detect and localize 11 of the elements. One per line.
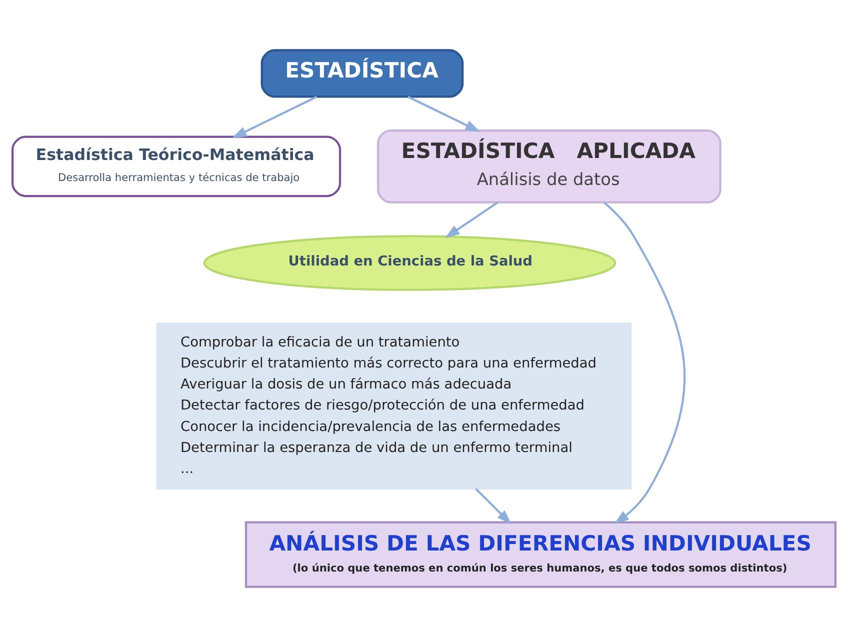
arrow [407,95,480,132]
arrow [603,201,686,524]
arrow [475,488,512,524]
arrow [232,95,318,138]
node-ellipse: Utilidad en Ciencias de la Salud [203,234,616,290]
node-box: ANÁLISIS DE LAS DIFERENCIAS INDIVIDUALES (lo único que tenemos en común los seres humanos, es que todos somos distintos) [244,520,837,588]
node-box: Estadística Teórico-Matemática Desarrolla herramientas y técnicas de trabajo [11,135,342,197]
node-box: ESTADÍSTICA [260,48,464,98]
node-box: ESTADÍSTICA APLICADA Análisis de datos [376,128,722,203]
arrow [444,201,498,238]
node-box: Comprobar la eficacia de un tratamiento Descubrir el tratamiento más correcto para una enfermedad Averiguar la dosis de un fármaco más adecuada Detectar factores de riesgo/protección de una enfermedad Conocer la incidencia/prevalencia de las enfermedades Determinar la esperanza de vida de un enfermo terminal ... [156,322,632,490]
